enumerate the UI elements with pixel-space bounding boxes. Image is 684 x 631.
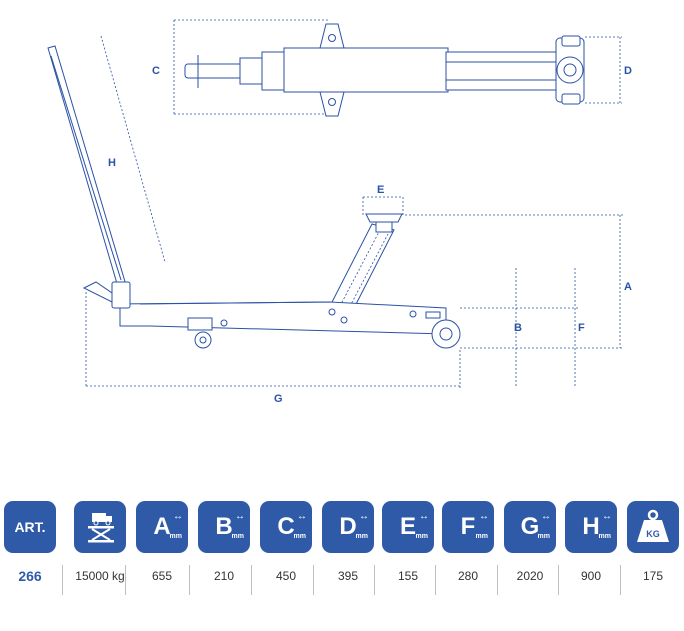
value-art: 266 — [18, 568, 42, 584]
header-h-unit: mm — [598, 533, 611, 540]
weight-icon-label: KG — [646, 529, 660, 539]
dim-label-f: F — [578, 322, 585, 334]
header-b: B ↔ mm — [198, 501, 250, 553]
header-f: F ↔ mm — [442, 501, 494, 553]
header-b-letter: B — [215, 513, 233, 540]
dimension-arrow-icon: ↔ — [173, 511, 183, 522]
header-art-label: ART. — [14, 519, 46, 535]
dim-label-d: D — [624, 65, 632, 77]
side-view: H E A B F G — [47, 35, 632, 405]
header-e: E ↔ mm — [382, 501, 434, 553]
dim-label-g: G — [274, 393, 283, 405]
dimension-arrow-icon: ↔ — [602, 511, 612, 522]
column-separator — [251, 565, 252, 595]
header-c-unit: mm — [293, 533, 306, 540]
header-c: C ↔ mm — [260, 501, 312, 553]
dimension-arrow-icon: ↔ — [541, 511, 551, 522]
dimension-arrow-icon: ↔ — [235, 511, 245, 522]
column-separator — [497, 565, 498, 595]
dimension-arrow-icon: ↔ — [297, 511, 307, 522]
column-separator — [125, 565, 126, 595]
header-f-letter: F — [460, 513, 476, 540]
weight-icon: KG — [637, 509, 669, 542]
column-separator — [189, 565, 190, 595]
header-f-unit: mm — [475, 533, 488, 540]
value-f: 280 — [457, 569, 479, 583]
dimension-arrow-icon: ↔ — [479, 511, 489, 522]
lift-platform-icon — [88, 513, 114, 543]
value-a: 655 — [151, 569, 173, 583]
dim-label-h: H — [108, 157, 116, 169]
top-view: C D — [152, 19, 632, 117]
header-h-letter: H — [582, 513, 600, 540]
dim-label-c: C — [152, 65, 160, 77]
value-d: 395 — [337, 569, 359, 583]
header-a-letter: A — [153, 513, 171, 540]
value-c: 450 — [275, 569, 297, 583]
header-g: G ↔ mm — [504, 501, 556, 553]
header-e-unit: mm — [415, 533, 428, 540]
header-capacity — [74, 501, 126, 553]
dimension-arrow-icon: ↔ — [359, 511, 369, 522]
column-separator — [313, 565, 314, 595]
value-capacity: 15000 kg — [75, 569, 125, 583]
value-g: 2020 — [516, 569, 544, 583]
dim-label-e: E — [377, 184, 384, 196]
header-weight: KG — [627, 501, 679, 553]
header-h: H ↔ mm — [565, 501, 617, 553]
dim-label-b: B — [514, 322, 522, 334]
header-a: A ↔ mm — [136, 501, 188, 553]
column-separator — [558, 565, 559, 595]
header-d-letter: D — [339, 513, 357, 540]
jack-technical-drawing: C D H E — [47, 19, 632, 405]
value-b: 210 — [213, 569, 235, 583]
header-art: ART. — [4, 501, 56, 553]
column-separator — [62, 565, 63, 595]
header-b-unit: mm — [231, 533, 244, 540]
header-g-unit: mm — [537, 533, 550, 540]
header-e-letter: E — [399, 513, 416, 540]
value-h: 900 — [580, 569, 602, 583]
header-d: D ↔ mm — [322, 501, 374, 553]
column-separator — [374, 565, 375, 595]
column-separator — [435, 565, 436, 595]
value-e: 155 — [397, 569, 419, 583]
header-c-letter: C — [277, 513, 295, 540]
spec-table: ART. A ↔ mm B ↔ mm C ↔ mm D ↔ mm E ↔ mm — [0, 497, 684, 607]
header-a-unit: mm — [169, 533, 182, 540]
value-weight: 175 — [642, 569, 664, 583]
header-d-unit: mm — [355, 533, 368, 540]
header-g-letter: G — [520, 513, 540, 540]
column-separator — [620, 565, 621, 595]
dimension-arrow-icon: ↔ — [419, 511, 429, 522]
dim-label-a: A — [624, 281, 632, 293]
